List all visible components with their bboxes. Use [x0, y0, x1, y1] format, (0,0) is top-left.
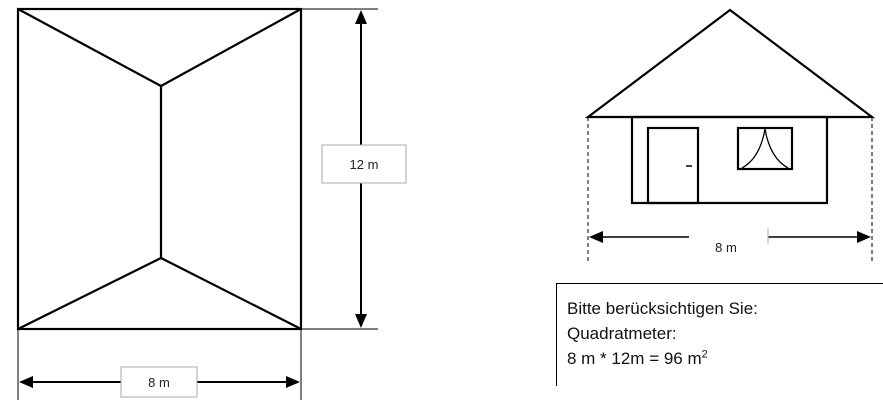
house-door — [646, 126, 700, 205]
height-label: 12 m — [350, 157, 379, 172]
plan-outline — [16, 7, 303, 331]
arrowhead-up — [355, 10, 367, 24]
house-roof — [584, 8, 876, 119]
area-formula: 8 m * 12m = 96 m — [567, 349, 702, 368]
arrowhead-right — [286, 376, 300, 388]
house-width-label-box — [689, 226, 768, 256]
window-curtain-right — [764, 128, 789, 169]
note-box: Bitte berücksichtigen Sie: Quadratmeter:… — [556, 283, 883, 386]
area-unit-superscript: 2 — [701, 348, 708, 361]
hip-line-top-left — [17, 8, 162, 87]
house-window — [736, 126, 794, 171]
hip-line-bottom-right — [160, 257, 302, 330]
house-width-label: 8 m — [715, 240, 737, 255]
house-wall — [630, 115, 829, 205]
hip-line-top-right — [160, 8, 302, 87]
house-arrowhead-right — [857, 231, 871, 243]
window-curtain-left — [741, 128, 766, 169]
arrowhead-left — [19, 376, 33, 388]
note-line-3: 8 m * 12m = 96 m2 — [567, 346, 883, 371]
plan-width-label-box — [120, 366, 198, 398]
note-line-2: Quadratmeter: — [567, 324, 677, 343]
note-line-1: Bitte berücksichtigen Sie: — [567, 299, 758, 318]
house-extension-lines — [587, 117, 873, 262]
house-arrowhead-left — [589, 231, 603, 243]
floor-plan — [16, 7, 303, 331]
arrowhead-down — [355, 314, 367, 328]
plan-width-label: 8 m — [148, 375, 170, 390]
hip-line-bottom-left — [17, 257, 162, 330]
house-elevation — [584, 8, 876, 205]
height-label-box — [321, 144, 407, 184]
